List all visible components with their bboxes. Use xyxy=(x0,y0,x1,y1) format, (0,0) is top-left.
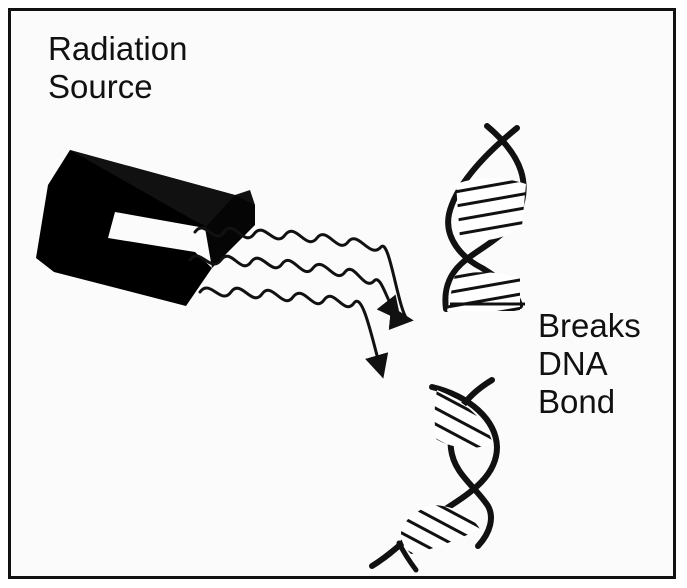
dna-lower-fragment-icon xyxy=(372,380,497,570)
radiation-source-icon xyxy=(36,150,255,306)
dna-upper-fragment-icon xyxy=(445,126,526,311)
wavy-radiation-arrow-icon xyxy=(190,256,398,317)
wavy-radiation-arrow-icon xyxy=(200,288,382,374)
